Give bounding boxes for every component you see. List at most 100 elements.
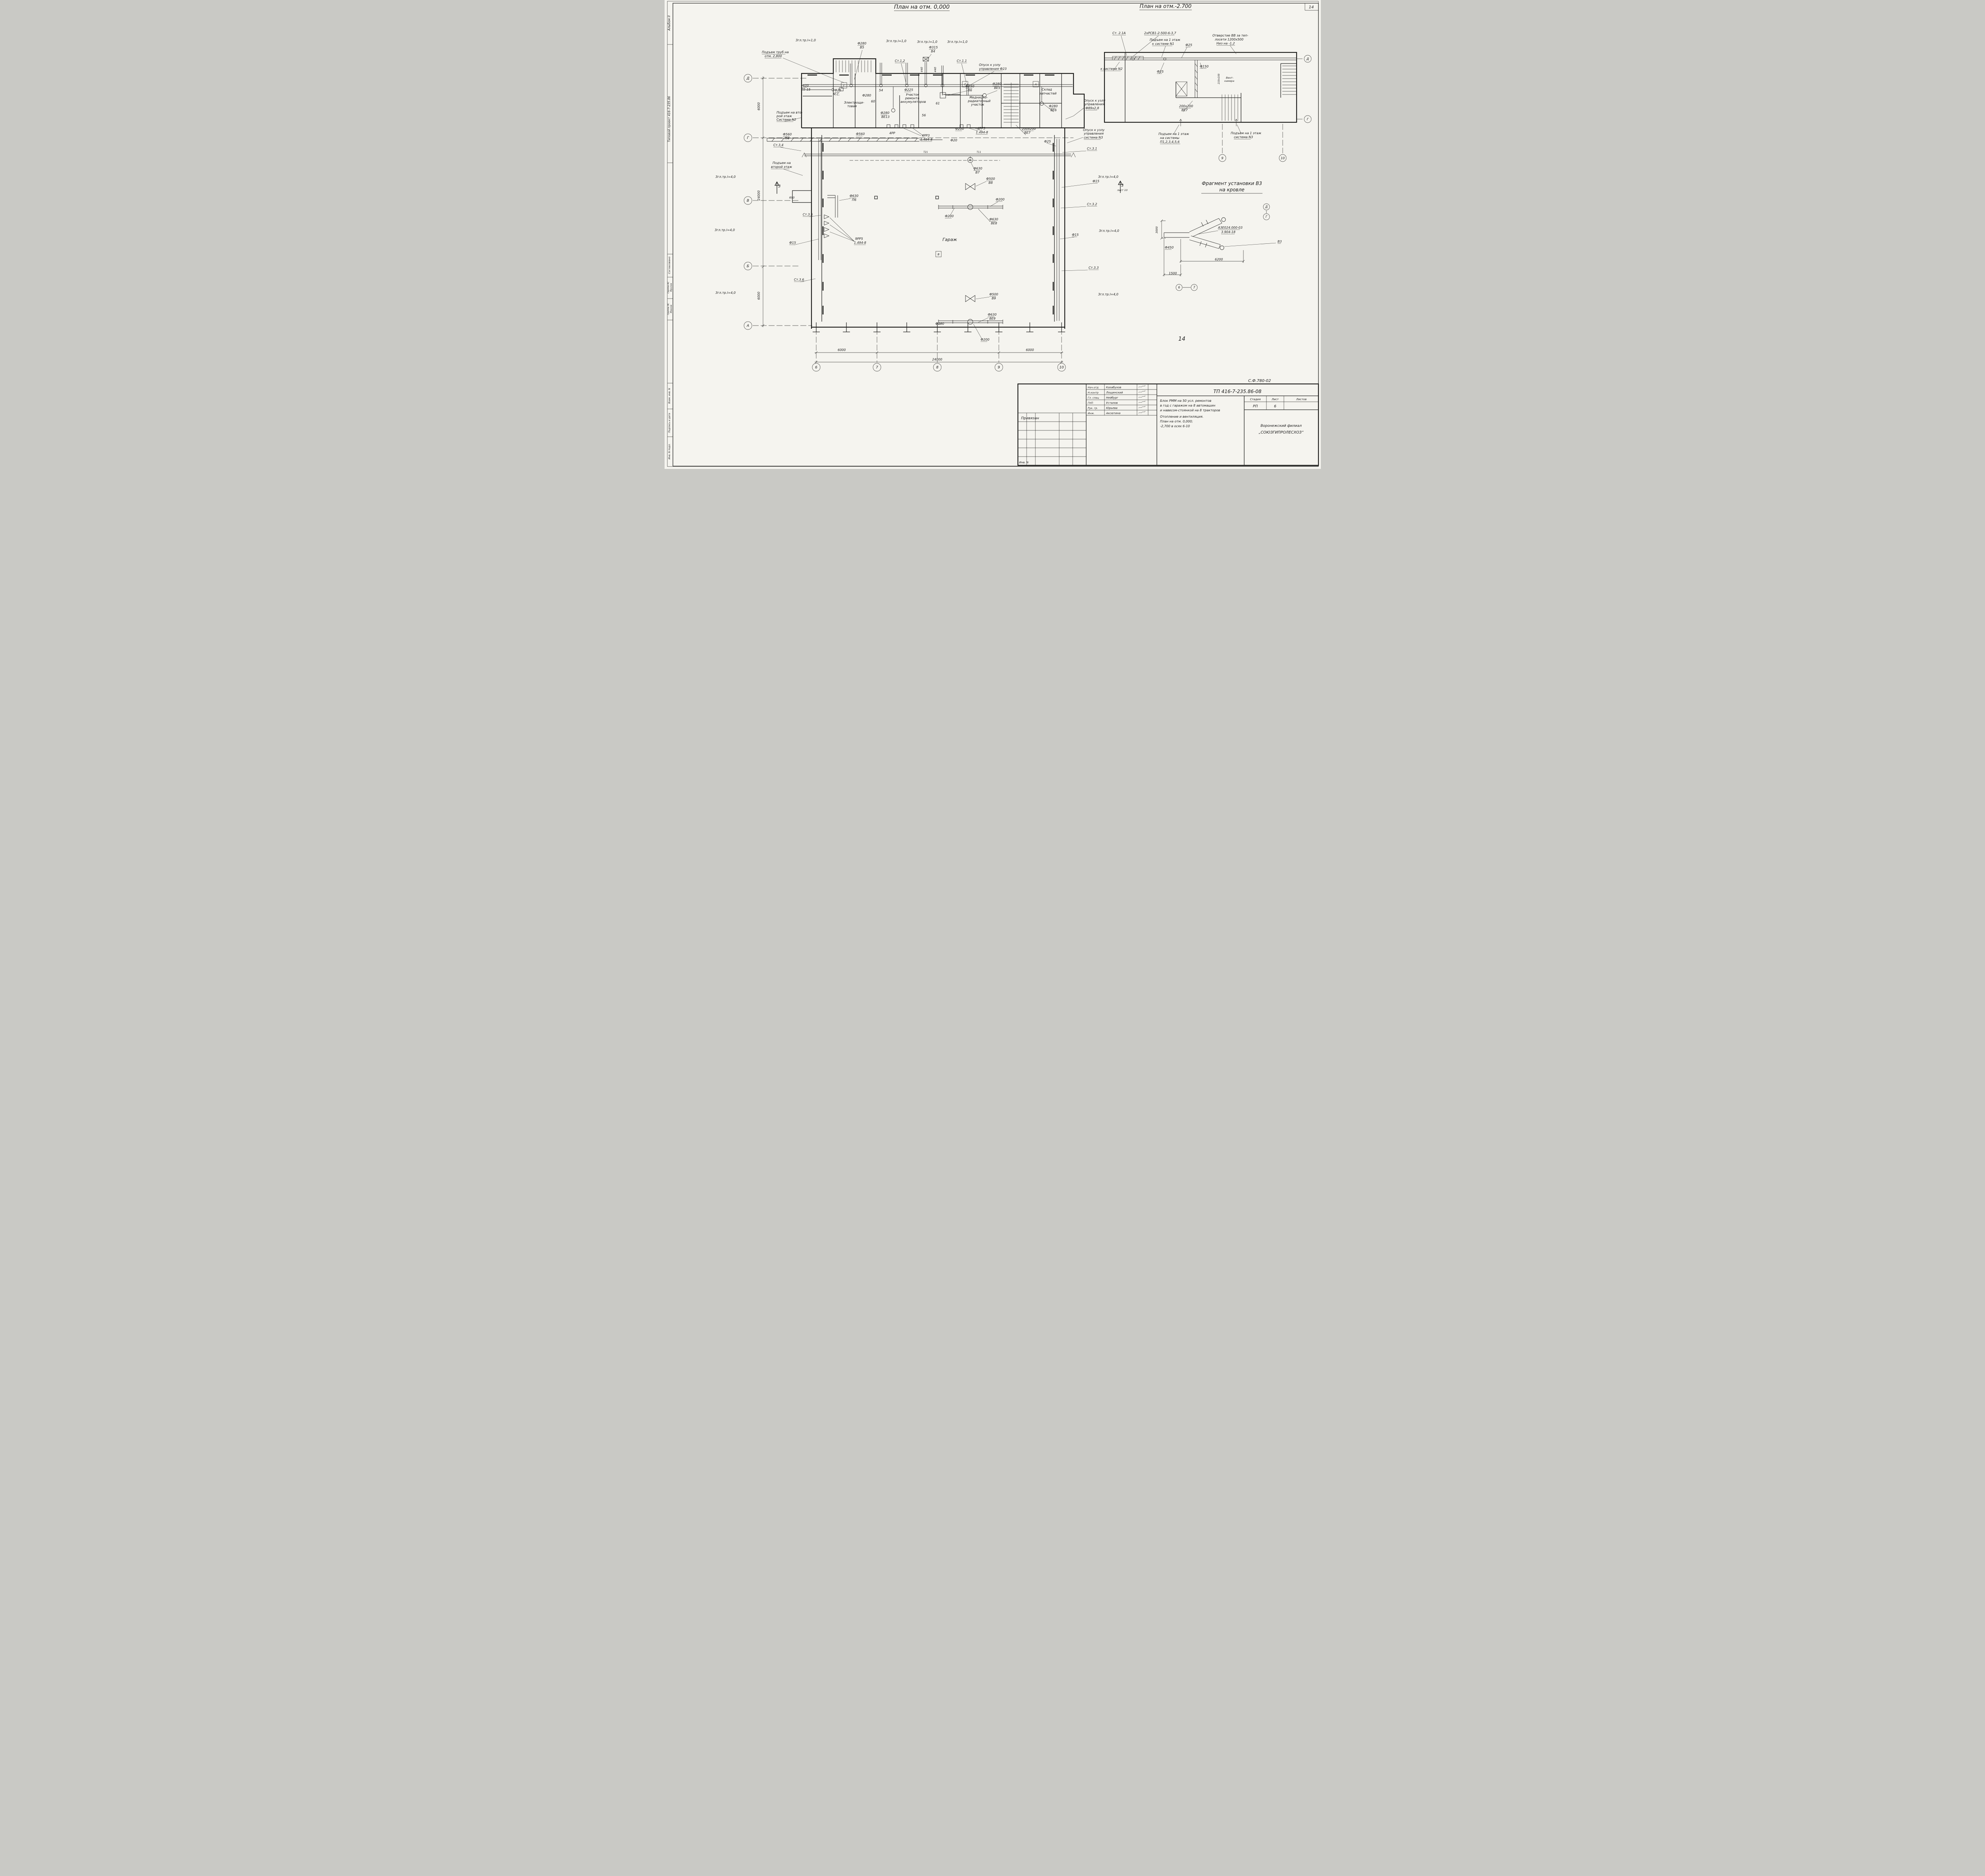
- main-plan: [752, 57, 1123, 364]
- fragment-v3: [1160, 210, 1266, 288]
- drawing-label: Гараж: [942, 237, 957, 242]
- drawing-label: В6: [968, 89, 972, 92]
- stage-value: РП: [1253, 405, 1257, 409]
- drawing-label: 3.904-18: [1221, 230, 1235, 234]
- agreed-label: Согласовано: [668, 256, 671, 274]
- drawing-label: Згл.тр.l=1,0: [886, 39, 906, 43]
- drawing-label: Ст.1,2: [895, 59, 905, 63]
- axis-label: Г: [1265, 215, 1267, 219]
- plan27-title: План на отм.-2.700: [1139, 4, 1191, 10]
- drawing-label: запчастей: [1039, 92, 1056, 95]
- drawing-label: к системе N1: [1152, 42, 1174, 46]
- drawing-label: Ф280: [881, 111, 889, 115]
- drawing-label: Ф15: [1093, 179, 1099, 183]
- project-label: Типовой проект 416-7-235.86: [667, 96, 671, 142]
- drawing-label: Згл.тр.l=1,0: [947, 40, 967, 44]
- signer-name-4: Усталов: [1106, 401, 1118, 405]
- drawing-label: Т11: [977, 151, 981, 154]
- drawing-label: 440: [934, 67, 937, 72]
- signer-name-6: Аксютина: [1106, 412, 1120, 415]
- drawing-label: В7: [975, 171, 980, 174]
- drawing-label: 3000: [1155, 226, 1158, 233]
- drawing-label: Ф630: [850, 194, 858, 198]
- signer-name-5: Юрьева: [1106, 407, 1118, 410]
- drawing-label: М.С.: [833, 93, 840, 96]
- drawing-label: П4: [785, 137, 789, 140]
- axis-circle-9: [994, 363, 1003, 372]
- drawing-canvas: Альбом II Типовой проект 416-7-235.86 Со…: [664, 0, 1321, 469]
- drawing-label: Згл.тр.l=4,0: [715, 228, 735, 232]
- drawing-label: Электрощи-: [844, 101, 864, 104]
- axis-label: 6: [1178, 286, 1180, 289]
- drawing-label: Ф560: [783, 133, 792, 136]
- title-block: С.Ф.780-02 ТП 416-7-235.86-08 Блок РММ н…: [1017, 379, 1319, 466]
- drawing-label: 6200: [1215, 258, 1223, 261]
- axis-circle-10: [1279, 154, 1286, 162]
- drawing-label: Ст.1.1: [957, 59, 967, 63]
- drawing-label: Ф200: [955, 127, 964, 131]
- drawing-label: В5: [860, 46, 864, 49]
- drawing-label: П6: [852, 198, 856, 202]
- frame-field-vzam: Взам. инв. N: [668, 388, 671, 403]
- drawing-label: 200х200: [1179, 104, 1193, 108]
- drawing-label: Ст.3.5: [803, 213, 813, 216]
- drawing-label: ВЕ5: [994, 86, 1000, 90]
- drawing-label: А: [1034, 83, 1037, 86]
- approval-name-2: Иванов: [670, 305, 673, 313]
- frame-field-inv: Инв. N подл.: [668, 443, 671, 459]
- drawing-label: 4РР5: [977, 127, 985, 130]
- axis-circle-Д: [744, 74, 752, 83]
- drawing-label: 440: [920, 67, 923, 72]
- doc-title-6: -2,700 в осях 6-10: [1160, 424, 1190, 428]
- drawing-label: Згл.тр.l=4,0: [1099, 229, 1119, 233]
- drawing-label: Ф15: [789, 241, 796, 245]
- drawing-label: 3: [1121, 183, 1124, 188]
- stage-header: Стадия: [1250, 398, 1260, 401]
- drawing-label: Ф89х2,8: [1085, 106, 1099, 110]
- axis-label: Б: [746, 264, 749, 268]
- drawing-label: Ф630: [989, 218, 998, 221]
- drawing-label: Ф200: [935, 322, 944, 326]
- axis-label: Г: [1307, 118, 1309, 121]
- axis-label: В: [746, 199, 749, 203]
- drawing-label: управления: [1083, 132, 1104, 135]
- drawing-label: 3: [778, 184, 781, 189]
- drawing-label: лист 10: [1117, 189, 1127, 192]
- drawing-label: Т21: [923, 151, 928, 154]
- drawing-label: Ст.3.6: [794, 278, 804, 281]
- drawing-label: Система N2: [777, 118, 796, 121]
- axis-label: 10: [1059, 366, 1064, 370]
- radiators: [807, 74, 1054, 314]
- axis-circle-6: [812, 363, 820, 372]
- signer-name-2: Лощинский: [1106, 391, 1123, 394]
- drawing-label: 6000: [757, 102, 761, 110]
- basement-plan: [1104, 52, 1303, 153]
- drawing-label: 1.494-8: [920, 138, 933, 141]
- drawing-label: Опуск к узлу: [1083, 128, 1105, 132]
- drawing-label: отм. 2,800: [765, 54, 782, 58]
- drawing-label: камера: [1224, 79, 1234, 83]
- axis-label: 10: [1280, 156, 1284, 160]
- drawing-label: 24000: [757, 191, 761, 201]
- org-name-1: Воронежский филиал: [1260, 424, 1302, 428]
- drawing-label: Ф200: [996, 198, 1004, 201]
- drawing-label: лосети 1200х500: [1214, 38, 1243, 41]
- drawing-label: В8: [989, 181, 993, 185]
- drawing-label: Ф280: [1049, 104, 1058, 108]
- drawing-label: Опуск к узлу: [1084, 99, 1106, 102]
- drawing-label: система N3: [1084, 136, 1103, 139]
- drawing-label: Згл.тр.l=1,0: [917, 40, 937, 44]
- axis-circle-6: [1176, 284, 1182, 291]
- drawing-label: 14: [1178, 336, 1185, 342]
- drawing-label: 9РР5: [855, 237, 863, 241]
- axis-label: Д: [1265, 205, 1268, 209]
- axis-circle-А: [744, 321, 752, 330]
- drawing-label: В: [937, 253, 939, 256]
- drawing-label: 61: [936, 102, 940, 105]
- signer-name-1: Казабухов: [1106, 386, 1121, 389]
- building-outline: [792, 58, 1085, 332]
- axis-label: 9: [1221, 156, 1223, 160]
- drawing-label: Ф225: [904, 88, 913, 92]
